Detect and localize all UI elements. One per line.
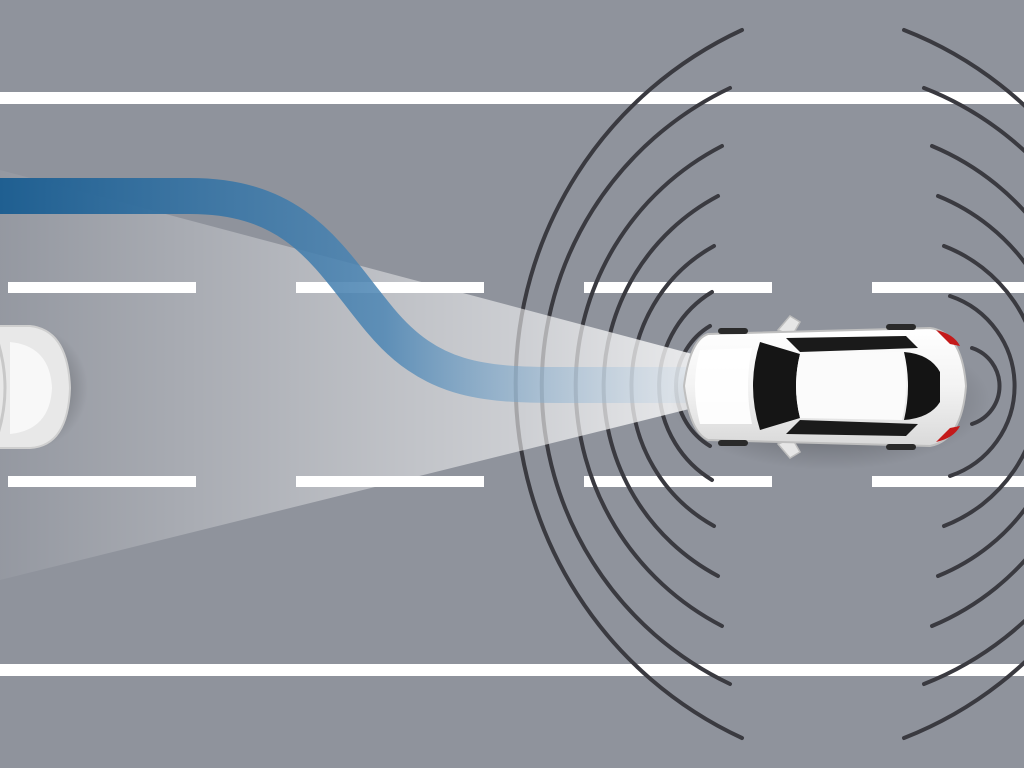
ego-car-rear-window xyxy=(904,352,940,420)
camera-beam-icon xyxy=(0,170,798,580)
ego-car-wheel xyxy=(718,328,748,334)
ego-car-roof xyxy=(796,352,906,420)
lead-car-icon xyxy=(0,325,88,450)
wave-rear-5 xyxy=(930,144,1024,628)
ego-car-window-bottom xyxy=(786,420,918,436)
wave-rear-4 xyxy=(936,194,1024,578)
wave-rear-3 xyxy=(942,244,1024,528)
ego-car-windshield xyxy=(753,342,800,430)
lane-dash xyxy=(872,282,1024,293)
edge-line-top xyxy=(0,92,1024,104)
ego-car-tail-light-bottom xyxy=(936,426,960,442)
edge-line-bottom xyxy=(0,664,1024,676)
lane-dash xyxy=(584,476,772,487)
trajectory-path-icon xyxy=(0,178,700,403)
ego-car-wheel xyxy=(718,440,748,446)
wave-rear-7 xyxy=(902,28,1024,740)
ego-car-hood xyxy=(695,348,752,424)
wave-rear-2 xyxy=(948,294,1017,478)
lead-car-crease xyxy=(0,343,7,433)
lane-dash xyxy=(584,282,772,293)
ego-car-window-top xyxy=(786,336,918,352)
ego-car-wheel xyxy=(886,444,916,450)
lane-dash xyxy=(872,476,1024,487)
lead-car-hood xyxy=(10,342,52,434)
ego-car-icon xyxy=(670,315,990,470)
ego-car-tail-light-top xyxy=(936,330,960,346)
ego-car-wheel xyxy=(886,324,916,330)
